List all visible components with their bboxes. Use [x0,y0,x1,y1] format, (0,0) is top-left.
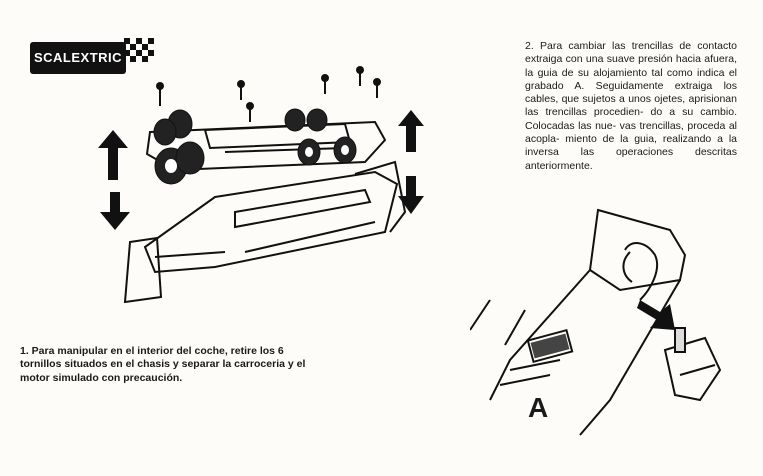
car-exploded-illustration [123,66,407,304]
arrow-up-right-icon [398,110,424,152]
arrow-down-right-icon [398,176,424,214]
step-1-instructions: 1. Para manipular en el interior del coc… [20,345,306,384]
screws [156,66,381,122]
checkered-flag-icon [124,38,154,62]
figure-a-label: A [528,392,549,423]
scalextric-logo: SCALEXTRIC [30,36,156,80]
arrow-down-left-icon [100,192,130,230]
logo-text: SCALEXTRIC [30,42,126,74]
arrow-up-left-icon [98,130,128,180]
step-2-instructions: 2. Para cambiar las trencillas de contac… [525,40,737,172]
guide-removal-illustration [470,208,722,436]
